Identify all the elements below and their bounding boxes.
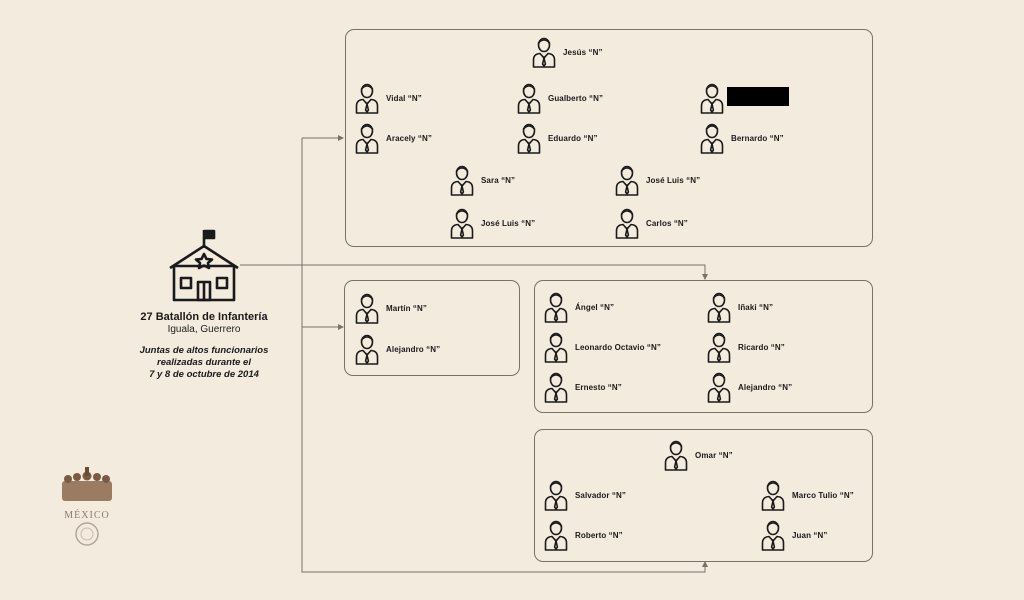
person-node: Roberto “N” [543, 519, 623, 551]
person-with-tie-icon [700, 83, 724, 114]
person-node: Alejandro “N” [706, 371, 792, 403]
person-node: Ricardo “N” [706, 331, 785, 363]
person-with-tie-icon [707, 332, 731, 363]
logo-text: MÉXICO [64, 510, 110, 521]
person-name: Martín “N” [386, 303, 427, 313]
person-name: Vidal “N” [386, 93, 422, 103]
person-name: Salvador “N” [575, 490, 626, 500]
person-with-tie-icon [707, 372, 731, 403]
person-with-tie-icon [544, 332, 568, 363]
group-4-panel [534, 429, 873, 562]
person-name: Iñaki “N” [738, 302, 774, 312]
person-node: Gualberto “N” [516, 82, 603, 114]
person-node: Ángel “N” [543, 291, 614, 323]
headquarters-location: Iguala, Guerrero [167, 324, 241, 335]
redacted-name-box [727, 87, 789, 106]
person-with-tie-icon [761, 480, 785, 511]
person-name: Ernesto “N” [575, 382, 622, 392]
person-node: Alejandro “N” [354, 333, 440, 365]
person-name: Aracely “N” [386, 133, 433, 143]
person-node: Omar “N” [663, 439, 733, 471]
person-name: Jesús “N” [563, 47, 603, 57]
person-node: Ernesto “N” [543, 371, 622, 403]
person-with-tie-icon [355, 83, 379, 114]
person-node: José Luis “N” [614, 164, 700, 196]
person-name: Juan “N” [792, 530, 828, 540]
person-node [699, 82, 731, 114]
person-with-tie-icon [450, 165, 474, 196]
group-2-panel [344, 280, 520, 376]
headquarters-title: 27 Batallón de Infantería [140, 311, 268, 323]
person-with-tie-icon [544, 480, 568, 511]
person-node: Vidal “N” [354, 82, 422, 114]
person-name: Gualberto “N” [548, 93, 604, 103]
person-node: Iñaki “N” [706, 291, 773, 323]
national-seal-icon [75, 522, 99, 546]
person-name: José Luis “N” [646, 175, 701, 185]
headquarters-note: Juntas de altos funcionarios realizadas … [139, 345, 269, 380]
person-with-tie-icon [664, 440, 688, 471]
person-node: Marco Tulio “N” [760, 479, 854, 511]
person-node: Leonardo Octavio “N” [543, 331, 661, 363]
person-with-tie-icon [517, 83, 541, 114]
person-with-tie-icon [532, 37, 556, 68]
person-name: José Luis “N” [481, 218, 536, 228]
heroes-portrait-icon [62, 467, 112, 501]
person-with-tie-icon [544, 520, 568, 551]
person-with-tie-icon [544, 292, 568, 323]
person-node: José Luis “N” [449, 207, 535, 239]
group-1-panel [345, 29, 873, 247]
person-name: Alejandro “N” [386, 344, 441, 354]
person-name: Omar “N” [695, 450, 733, 460]
gobierno-de-mexico-logo: MÉXICO [58, 465, 116, 552]
person-name: Eduardo “N” [548, 133, 598, 143]
person-node: Martín “N” [354, 292, 427, 324]
person-with-tie-icon [355, 123, 379, 154]
person-with-tie-icon [615, 165, 639, 196]
person-name: Alejandro “N” [738, 382, 793, 392]
person-name: Sara “N” [481, 175, 516, 185]
person-node: Carlos “N” [614, 207, 688, 239]
person-node: Sara “N” [449, 164, 515, 196]
person-name: Bernardo “N” [731, 133, 784, 143]
person-name: Ángel “N” [575, 302, 615, 312]
person-node: Eduardo “N” [516, 122, 598, 154]
person-node: Juan “N” [760, 519, 827, 551]
person-name: Marco Tulio “N” [792, 490, 854, 500]
arrow-to-group-3 [240, 264, 708, 280]
person-with-tie-icon [355, 293, 379, 324]
arrow-to-group-4 [301, 138, 708, 573]
person-name: Ricardo “N” [738, 342, 785, 352]
person-with-tie-icon [615, 208, 639, 239]
headquarters-node: 27 Batallón de Infantería Iguala, Guerre… [110, 228, 298, 381]
person-with-tie-icon [355, 334, 379, 365]
person-name: Roberto “N” [575, 530, 623, 540]
group-3-panel [534, 280, 873, 413]
person-with-tie-icon [700, 123, 724, 154]
person-with-tie-icon [707, 292, 731, 323]
person-with-tie-icon [544, 372, 568, 403]
person-node: Aracely “N” [354, 122, 432, 154]
person-name: Carlos “N” [646, 218, 688, 228]
person-node: Jesús “N” [531, 36, 603, 68]
person-with-tie-icon [761, 520, 785, 551]
person-node: Bernardo “N” [699, 122, 784, 154]
school-building-flag-icon [169, 229, 239, 302]
person-node: Salvador “N” [543, 479, 626, 511]
person-with-tie-icon [450, 208, 474, 239]
person-name: Leonardo Octavio “N” [575, 342, 662, 352]
person-with-tie-icon [517, 123, 541, 154]
